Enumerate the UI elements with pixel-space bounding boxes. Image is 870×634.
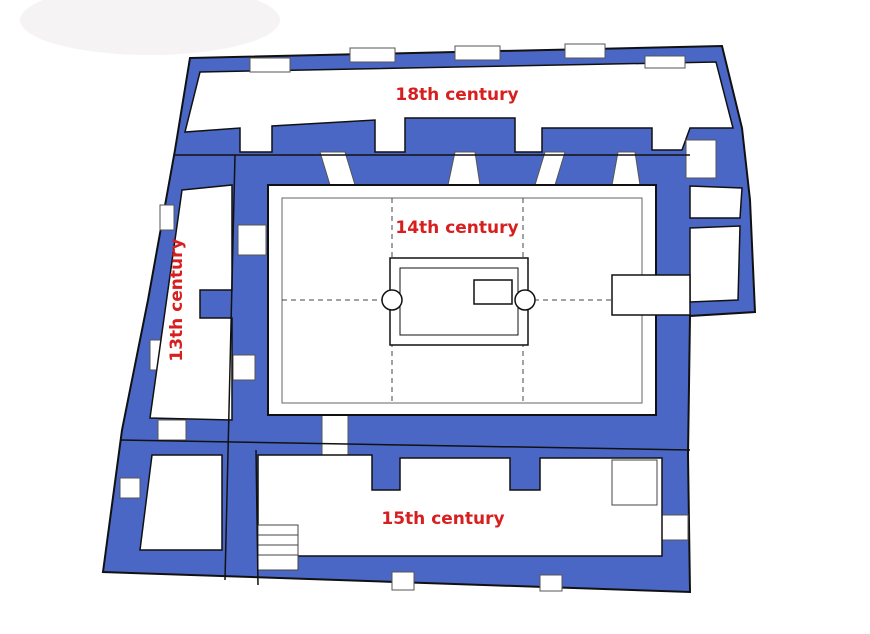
room-southwest <box>139 454 223 551</box>
central-structure <box>381 257 536 346</box>
room-east-lower <box>689 225 741 303</box>
room-15th-century <box>257 454 663 557</box>
background-smudge <box>20 0 280 55</box>
east-passage <box>611 274 691 316</box>
room-18th-century <box>184 61 734 153</box>
room-13th-century <box>149 184 233 421</box>
label-15th-century: 15th century <box>381 509 504 529</box>
room-east-upper <box>689 185 743 219</box>
label-14th-century: 14th century <box>395 218 518 238</box>
structural-lines <box>119 154 691 586</box>
label-18th-century: 18th century <box>395 85 518 105</box>
label-13th-century: 13th century <box>167 238 187 361</box>
window-openings <box>119 43 717 592</box>
